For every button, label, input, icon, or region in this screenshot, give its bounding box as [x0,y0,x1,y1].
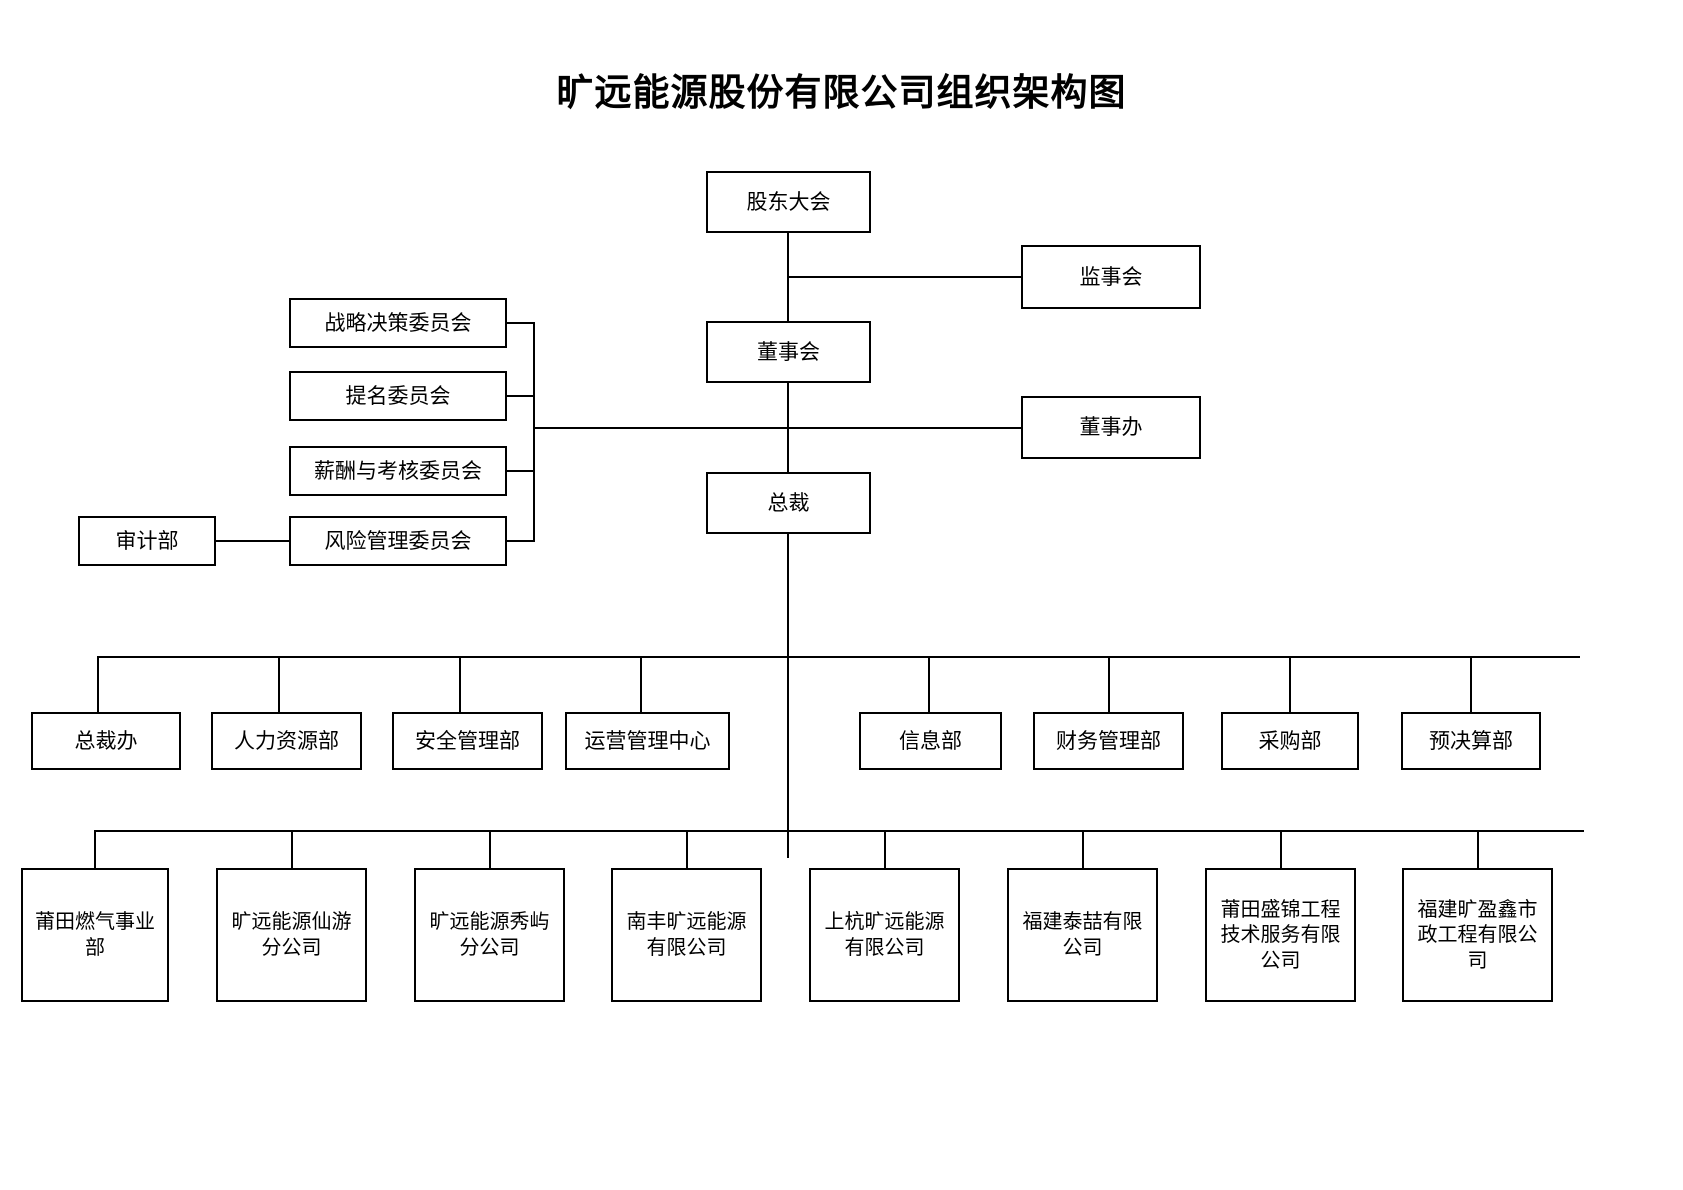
connector-to-board-office [787,427,1021,429]
spine-president-to-departments [787,534,789,858]
subsidiary-stub-8 [1477,830,1479,868]
node-label: 提名委员会 [345,383,451,408]
node-label: 人力资源部 [234,728,339,753]
node-subsidiary-nanfeng[interactable]: 南丰旷远能源有限公司 [611,868,762,1002]
node-subsidiary-xianyou-branch[interactable]: 旷远能源仙游分公司 [216,868,367,1002]
subsidiary-stub-6 [1082,830,1084,868]
subsidiary-stub-5 [884,830,886,868]
node-subsidiary-xiuyu-branch[interactable]: 旷远能源秀屿分公司 [414,868,565,1002]
node-department-safety-management[interactable]: 安全管理部 [392,712,543,770]
department-stub-3 [459,656,461,712]
department-stub-4 [640,656,642,712]
connector-nomination-stub [507,395,535,397]
connector-remuneration-stub [507,470,535,472]
node-subsidiary-shanghang[interactable]: 上杭旷远能源有限公司 [809,868,960,1002]
node-department-operations-center[interactable]: 运营管理中心 [565,712,730,770]
node-committee-nomination[interactable]: 提名委员会 [289,371,507,421]
node-label: 旷远能源仙游分公司 [231,909,352,959]
node-label: 莆田燃气事业部 [35,909,155,959]
node-department-information[interactable]: 信息部 [859,712,1002,770]
connector-audit-to-risk [216,540,289,542]
department-stub-7 [1289,656,1291,712]
node-label: 采购部 [1258,728,1322,753]
node-label: 运营管理中心 [584,728,711,753]
node-label: 旷远能源秀屿分公司 [429,909,550,959]
node-label: 总裁 [767,490,810,515]
node-subsidiary-fujian-kuangyingxin[interactable]: 福建旷盈鑫市政工程有限公司 [1402,868,1553,1002]
connector-risk-stub [507,540,535,542]
node-label: 股东大会 [746,189,831,214]
connector-to-supervisors [787,276,1021,278]
node-board-of-supervisors[interactable]: 监事会 [1021,245,1201,309]
node-subsidiary-putian-gas[interactable]: 莆田燃气事业部 [21,868,169,1002]
node-label: 审计部 [115,528,179,553]
department-stub-1 [97,656,99,712]
node-label: 安全管理部 [415,728,520,753]
node-board-of-directors[interactable]: 董事会 [706,321,871,383]
node-department-president-office[interactable]: 总裁办 [31,712,181,770]
node-label: 预决算部 [1429,728,1513,753]
department-stub-2 [278,656,280,712]
node-audit-department[interactable]: 审计部 [78,516,216,566]
node-board-office[interactable]: 董事办 [1021,396,1201,459]
department-stub-8 [1470,656,1472,712]
node-department-financial-management[interactable]: 财务管理部 [1033,712,1184,770]
subsidiary-stub-3 [489,830,491,868]
department-bus [97,656,1580,658]
node-label: 风险管理委员会 [324,528,472,553]
node-label: 信息部 [899,728,962,753]
node-label: 莆田盛锦工程技术服务有限公司 [1220,896,1341,972]
node-label: 董事会 [757,339,820,364]
node-committee-risk[interactable]: 风险管理委员会 [289,516,507,566]
node-label: 监事会 [1079,264,1143,289]
node-label: 薪酬与考核委员会 [314,458,482,483]
department-stub-6 [1108,656,1110,712]
node-committee-strategy[interactable]: 战略决策委员会 [289,298,507,348]
subsidiary-stub-1 [94,830,96,868]
subsidiary-stub-7 [1280,830,1282,868]
node-department-procurement[interactable]: 采购部 [1221,712,1359,770]
node-label: 董事办 [1079,415,1143,440]
committee-bus-vertical [533,322,535,541]
node-department-human-resources[interactable]: 人力资源部 [211,712,362,770]
subsidiary-stub-4 [686,830,688,868]
node-label: 总裁办 [74,728,138,753]
department-stub-5 [928,656,930,712]
subsidiary-stub-2 [291,830,293,868]
subsidiary-bus [94,830,1584,832]
node-president[interactable]: 总裁 [706,472,871,534]
node-label: 战略决策委员会 [324,310,472,335]
node-committee-remuneration[interactable]: 薪酬与考核委员会 [289,446,507,496]
node-label: 福建泰喆有限公司 [1022,909,1143,959]
node-label: 财务管理部 [1056,728,1161,753]
connector-strategy-stub [507,322,535,324]
node-label: 上杭旷远能源有限公司 [824,909,945,959]
node-label: 南丰旷远能源有限公司 [626,909,747,959]
node-label: 福建旷盈鑫市政工程有限公司 [1417,896,1538,972]
node-subsidiary-fujian-taizhe[interactable]: 福建泰喆有限公司 [1007,868,1158,1002]
connector-committee-bus-to-spine [533,427,789,429]
node-department-budget-accounting[interactable]: 预决算部 [1401,712,1541,770]
node-subsidiary-putian-shengjin[interactable]: 莆田盛锦工程技术服务有限公司 [1205,868,1356,1002]
node-shareholders-meeting[interactable]: 股东大会 [706,171,871,233]
page-title: 旷远能源股份有限公司组织架构图 [556,70,1127,114]
